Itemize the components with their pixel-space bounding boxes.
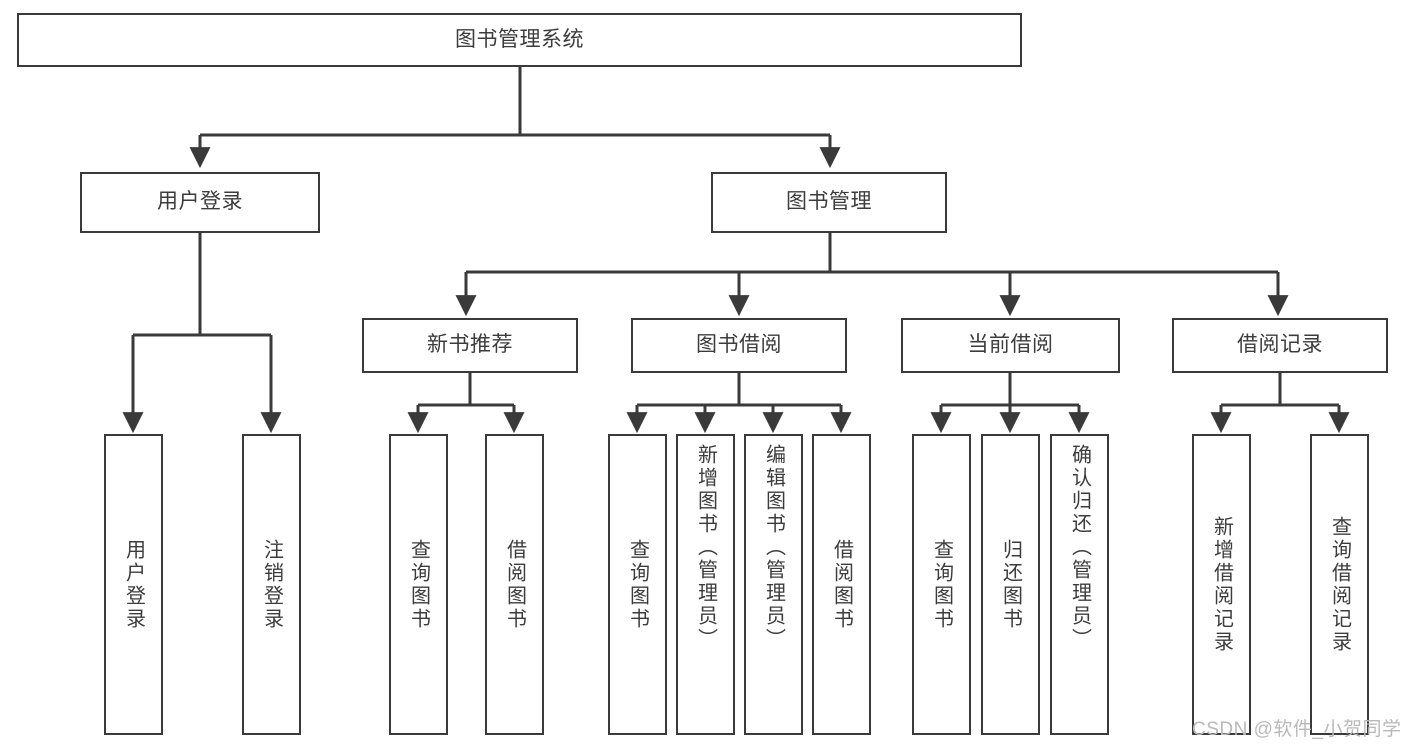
node-leaf-confirm-return-admin[interactable]: 确认归还（管理员） — [1050, 434, 1109, 735]
node-leaf-borrow-book-2-label: 借阅图书 — [830, 538, 853, 631]
node-new-book-recommend-label: 新书推荐 — [427, 333, 513, 357]
node-borrow-record[interactable]: 借阅记录 — [1172, 318, 1388, 373]
node-root-label: 图书管理系统 — [455, 27, 584, 51]
node-leaf-confirm-return-admin-label: 确认归还（管理员） — [1068, 444, 1091, 651]
node-leaf-logout-login-label: 注销登录 — [260, 538, 283, 631]
node-leaf-borrow-book-2[interactable]: 借阅图书 — [812, 434, 871, 735]
node-leaf-add-book-admin-label: 新增图书（管理员） — [694, 444, 717, 651]
node-current-borrow-label: 当前借阅 — [967, 333, 1054, 357]
node-book-management-label: 图书管理 — [786, 190, 872, 214]
node-user-login-label: 用户登录 — [157, 190, 243, 214]
node-book-borrow[interactable]: 图书借阅 — [631, 318, 847, 373]
node-leaf-user-login[interactable]: 用户登录 — [104, 434, 163, 735]
node-leaf-query-borrow-record-label: 查询借阅记录 — [1328, 515, 1351, 654]
node-leaf-query-book-2-label: 查询图书 — [626, 538, 649, 631]
node-book-borrow-label: 图书借阅 — [696, 333, 782, 357]
node-leaf-query-book-1-label: 查询图书 — [407, 538, 430, 631]
node-leaf-add-borrow-record[interactable]: 新增借阅记录 — [1192, 434, 1251, 735]
node-leaf-edit-book-admin-label: 编辑图书（管理员） — [762, 444, 785, 651]
node-leaf-add-borrow-record-label: 新增借阅记录 — [1210, 515, 1233, 654]
node-new-book-recommend[interactable]: 新书推荐 — [362, 318, 578, 373]
node-leaf-query-book-3[interactable]: 查询图书 — [912, 434, 971, 735]
watermark-text: CSDN @软件_小贺同学 — [1192, 719, 1402, 740]
node-leaf-borrow-book-1-label: 借阅图书 — [503, 538, 526, 631]
node-user-login[interactable]: 用户登录 — [80, 172, 320, 233]
node-leaf-user-login-label: 用户登录 — [122, 538, 145, 631]
node-leaf-query-book-2[interactable]: 查询图书 — [608, 434, 667, 735]
node-leaf-add-book-admin[interactable]: 新增图书（管理员） — [676, 434, 735, 735]
node-leaf-return-book-label: 归还图书 — [999, 538, 1022, 631]
node-current-borrow[interactable]: 当前借阅 — [901, 318, 1120, 373]
node-leaf-logout-login[interactable]: 注销登录 — [242, 434, 301, 735]
node-root[interactable]: 图书管理系统 — [17, 13, 1022, 67]
node-borrow-record-label: 借阅记录 — [1237, 333, 1323, 357]
node-book-management[interactable]: 图书管理 — [711, 172, 947, 233]
node-leaf-edit-book-admin[interactable]: 编辑图书（管理员） — [744, 434, 803, 735]
node-leaf-query-book-3-label: 查询图书 — [930, 538, 953, 631]
node-leaf-query-book-1[interactable]: 查询图书 — [389, 434, 448, 735]
node-leaf-query-borrow-record[interactable]: 查询借阅记录 — [1310, 434, 1369, 735]
node-leaf-return-book[interactable]: 归还图书 — [981, 434, 1040, 735]
node-leaf-borrow-book-1[interactable]: 借阅图书 — [485, 434, 544, 735]
